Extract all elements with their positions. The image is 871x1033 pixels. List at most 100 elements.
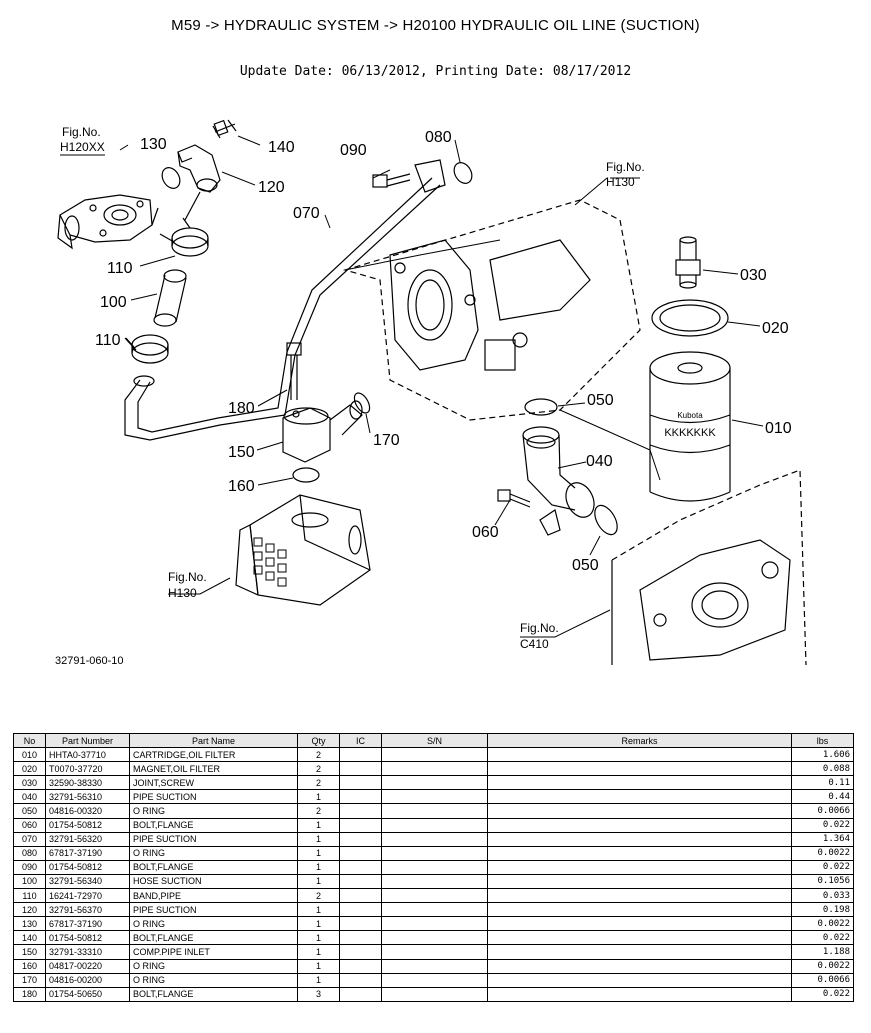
cell-sn [381,958,488,974]
cell-part-name: O RING [129,972,298,988]
cell-remarks [487,902,792,918]
cell-part-name: BAND,PIPE [129,888,298,904]
callout-050-lower: 050 [572,557,599,574]
cell-sn [381,986,488,1002]
part-020-magnet-drawing [651,299,729,337]
cell-part-name: BOLT,FLANGE [129,817,298,833]
cell-qty: 1 [297,944,340,960]
cell-no: 010 [13,747,46,763]
column-header-lbs: lbs [791,732,854,749]
filter-logo-text: Kubota [677,411,703,420]
cell-no: 080 [13,845,46,861]
callout-110-upper: 110 [107,260,133,277]
column-header-part-name: Part Name [129,732,298,749]
part-160-oring-drawing [292,467,320,483]
cell-remarks [487,930,792,946]
cell-ic [339,916,382,932]
cell-part-number: HHTA0-37710 [45,747,130,763]
cell-ic [339,958,382,974]
part-090-bolt-drawing [372,173,411,188]
cell-lbs: 0.0022 [791,845,854,861]
cell-remarks [487,761,792,777]
callout-130: 130 [140,136,167,153]
cell-part-number: 04817-00220 [45,958,130,974]
cell-part-name: PIPE SUCTION [129,789,298,805]
cell-no: 100 [13,873,46,890]
cell-lbs: 0.022 [791,986,854,1002]
cell-lbs: 0.0066 [791,972,854,988]
cell-lbs: 0.022 [791,817,854,833]
cell-no: 090 [13,859,46,875]
cell-sn [381,902,488,918]
center-housing-drawing [342,199,641,421]
cell-lbs: 0.022 [791,930,854,946]
table-header-row: No Part Number Part Name Qty IC S/N Rema… [13,732,854,749]
part-180-bolt-drawing [286,342,302,400]
cell-ic [339,888,382,904]
cell-lbs: 1.188 [791,944,854,960]
exploded-parts-diagram: KKKKKKK Kubota 130 140 120 070 110 100 1… [0,100,871,680]
cell-lbs: 0.022 [791,859,854,875]
cell-qty: 1 [297,817,340,833]
cell-sn [381,817,488,833]
cell-part-number: 32791-56340 [45,873,130,890]
cell-lbs: 0.0022 [791,916,854,932]
cell-no: 120 [13,902,46,918]
callout-080: 080 [425,129,452,146]
cell-no: 160 [13,958,46,974]
callout-120: 120 [258,179,285,196]
parts-diagram-svg: KKKKKKK Kubota 130 140 120 070 110 100 1… [55,119,807,667]
cell-part-number: 32590-38330 [45,775,130,791]
cell-ic [339,986,382,1002]
part-070-pipe-drawing [124,159,446,441]
cell-remarks [487,775,792,791]
cell-no: 130 [13,916,46,932]
cell-ic [339,761,382,777]
part-170-oring-drawing [353,392,371,414]
cell-sn [381,775,488,791]
cell-sn [381,859,488,875]
cell-part-name: BOLT,FLANGE [129,930,298,946]
cell-remarks [487,845,792,861]
cell-part-number: 04816-00200 [45,972,130,988]
cell-qty: 2 [297,803,340,819]
cell-remarks [487,747,792,763]
cell-qty: 1 [297,958,340,974]
callout-150: 150 [228,444,255,461]
callout-180: 180 [228,400,255,417]
part-100-hose-drawing [153,269,187,327]
callout-010: 010 [765,420,792,437]
cell-ic [339,831,382,847]
cell-qty: 1 [297,859,340,875]
column-header-part-number: Part Number [45,732,130,749]
cell-sn [381,761,488,777]
column-header-sn: S/N [381,732,488,749]
cell-no: 110 [13,888,46,904]
cell-lbs: 0.198 [791,902,854,918]
part-060-bolt-drawing [497,489,531,508]
cell-qty: 1 [297,930,340,946]
cell-ic [339,789,382,805]
cell-no: 150 [13,944,46,960]
cell-qty: 3 [297,986,340,1002]
callout-050-upper: 050 [587,392,614,409]
part-130-oring-drawing [161,167,181,189]
callout-100: 100 [100,294,127,311]
cell-remarks [487,803,792,819]
cell-remarks [487,873,792,890]
cell-part-number: 32791-56320 [45,831,130,847]
callout-leader-lines [60,135,764,638]
part-040-suction-pipe-drawing [522,426,595,536]
cell-no: 020 [13,761,46,777]
cell-qty: 2 [297,747,340,763]
